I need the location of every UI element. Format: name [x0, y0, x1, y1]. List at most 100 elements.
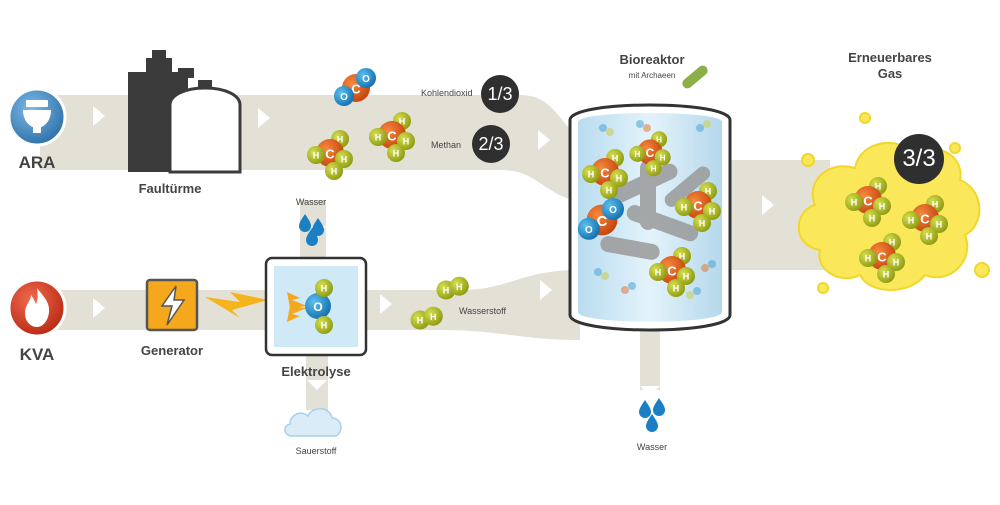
atom-letter: C: [597, 213, 608, 230]
hydrogen-atom: [315, 279, 333, 297]
faultuerme-label: Faultürme: [138, 181, 202, 196]
co2-molecule-top: COO: [334, 68, 376, 106]
hydrogen-atom: [873, 197, 891, 215]
arrow-9: [307, 380, 327, 390]
atom-letter: H: [635, 150, 641, 159]
small-particles: [594, 120, 716, 299]
arrow-1: [93, 106, 105, 126]
atom-letter: H: [331, 166, 338, 176]
arrow-3: [538, 130, 550, 150]
flow-arrows: [93, 106, 774, 396]
hydrogen-atom: [600, 181, 618, 199]
hydrogen-atom: [307, 146, 325, 164]
atom-letter: H: [660, 153, 666, 162]
hydrogen-atom: [423, 306, 443, 326]
kva-icon: [7, 278, 67, 338]
hydrogen-atom: [645, 160, 662, 177]
lightning-icon: [160, 285, 186, 326]
arrow-7: [762, 195, 774, 215]
atom-letter: C: [600, 165, 610, 180]
atom-letter: H: [709, 206, 716, 216]
atom-letter: C: [325, 146, 335, 161]
atom-letter: H: [337, 134, 344, 144]
atom-letter: H: [393, 148, 400, 158]
atom-letter: H: [681, 202, 688, 212]
hydrogen-atom: [845, 193, 863, 211]
oxygen-atom: [577, 217, 600, 240]
hydrogen-atom: [387, 144, 405, 162]
atom-letter: O: [313, 300, 322, 314]
atom-letter: O: [585, 225, 593, 236]
hydrogen-atom: [335, 150, 353, 168]
atom-letter: H: [616, 173, 623, 183]
mit-archaeen-label: mit Archaeen: [628, 71, 676, 80]
hydrogen-atom: [920, 227, 938, 245]
atom-letter: H: [417, 316, 424, 326]
hydrogen-atom: [654, 149, 671, 166]
atom-letter: H: [341, 154, 348, 164]
atom-letter: H: [375, 132, 382, 142]
atom-letter: H: [926, 231, 933, 241]
atom-letter: H: [893, 257, 900, 267]
atom-letter: H: [683, 271, 690, 281]
atom-letter: H: [313, 150, 320, 160]
hydrogen-atom: [693, 214, 711, 232]
hydrogen-atom: [859, 249, 877, 267]
hydrogen-atom: [315, 316, 333, 334]
atom-letter: O: [340, 92, 348, 103]
generator-label: Generator: [140, 343, 204, 358]
hydrogen-atom: [677, 267, 695, 285]
fraction-badge-methane: 2/3: [472, 125, 510, 163]
hydrogen-atom: [877, 265, 895, 283]
hydrogen-atom: [863, 209, 881, 227]
atom-letter: C: [387, 128, 397, 143]
atom-letter: H: [932, 199, 939, 209]
ara-icon: [7, 87, 67, 147]
hydrogen-atom: [703, 202, 721, 220]
arrow-2: [258, 108, 270, 128]
bioreaktor-label: Bioreaktor: [619, 52, 685, 67]
water-drop-icon: [299, 214, 324, 246]
faultuerme-icon: [128, 50, 242, 174]
hydrogen-atom: [369, 128, 387, 146]
hydrogen-atom: [667, 279, 685, 297]
arrow-10: [640, 386, 660, 396]
atom-letter: C: [877, 249, 887, 264]
cloud-icon: [284, 408, 342, 437]
atom-letter: H: [699, 218, 706, 228]
atom-letter: H: [883, 269, 890, 279]
atom-letter: H: [651, 164, 657, 173]
sauerstoff-label: Sauerstoff: [295, 446, 337, 456]
flame-icon: [25, 288, 50, 327]
bacterium-icon: [682, 65, 708, 89]
archaea-cells: [600, 160, 711, 260]
atom-letter: H: [321, 283, 328, 293]
water-molecule-elektrolyse: OHH: [305, 279, 333, 334]
atom-letter: C: [667, 263, 677, 278]
wasser-bottom-label: Wasser: [636, 442, 668, 452]
atom-letter: C: [920, 211, 930, 226]
atom-letter: H: [612, 153, 619, 163]
arrow-6: [540, 280, 552, 300]
kva-label: KVA: [19, 345, 55, 364]
kohlendioxid-label: Kohlendioxid: [421, 88, 473, 98]
atom-letter: H: [430, 312, 437, 322]
methan-label: Methan: [431, 140, 462, 150]
atom-letter: H: [879, 201, 886, 211]
hydrogen-atom: [449, 276, 469, 296]
erneuerbares-gas-label-line2: Gas: [877, 66, 903, 81]
hydrogen-atom: [325, 162, 343, 180]
oxygen-atom: [334, 86, 354, 106]
atom-letter: H: [875, 181, 882, 191]
atom-letter: H: [889, 237, 896, 247]
atom-letter: H: [865, 253, 872, 263]
atom-letter: O: [609, 205, 617, 216]
arrow-4: [93, 298, 105, 318]
